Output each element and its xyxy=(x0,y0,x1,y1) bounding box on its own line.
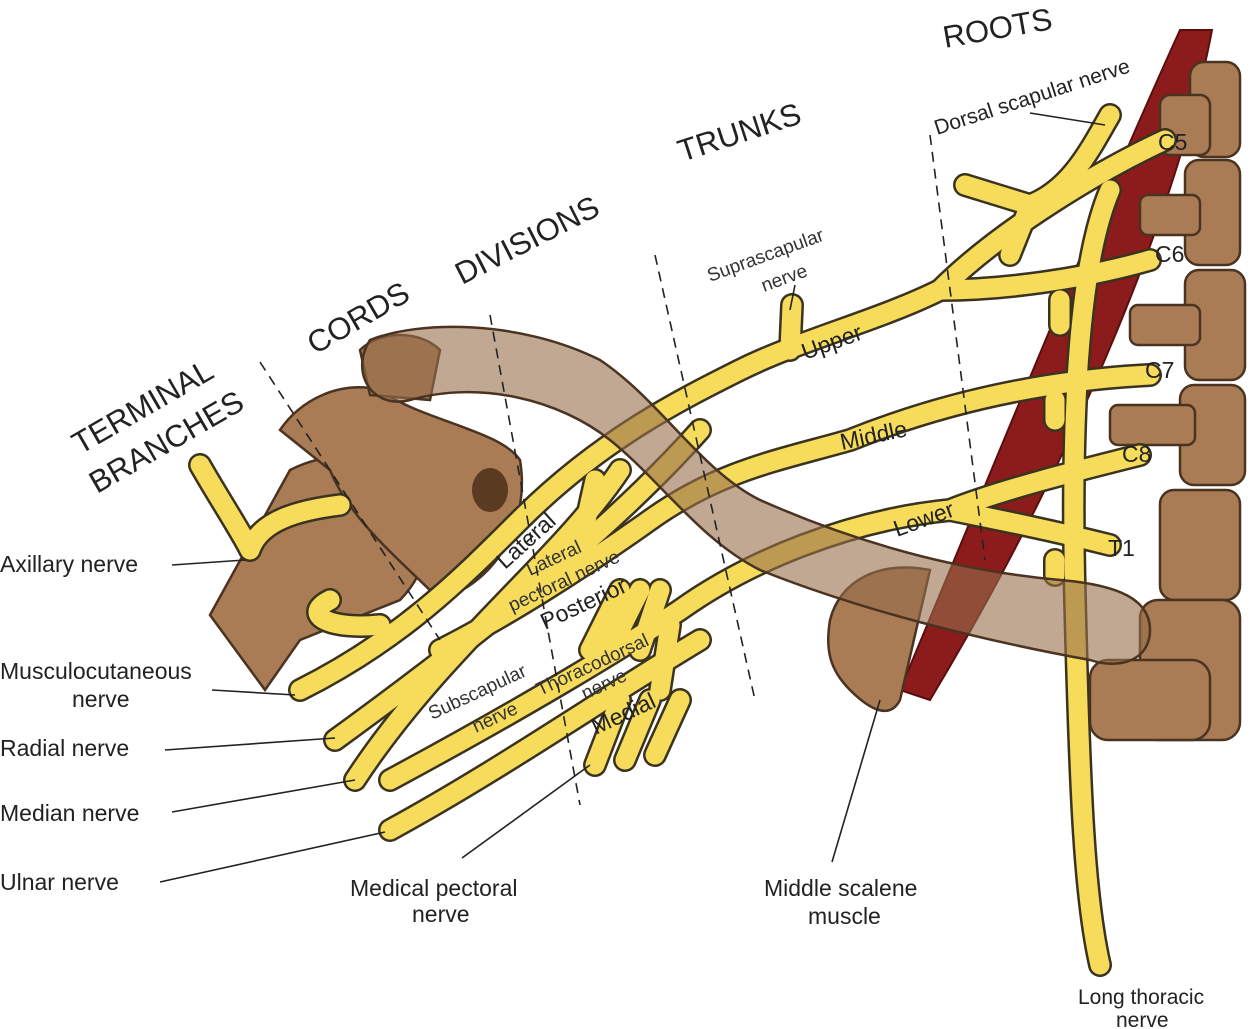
middle-scalene-label: Middle scalene xyxy=(764,875,917,901)
medial-pectoral-nerve-label-2: nerve xyxy=(412,901,470,927)
musculocutaneous-nerve-label: Musculocutaneous xyxy=(0,658,192,684)
root-t1: T1 xyxy=(1108,535,1135,561)
root-c7: C7 xyxy=(1145,357,1174,383)
long-thoracic-label-2: nerve xyxy=(1116,1009,1169,1029)
axillary-nerve-label: Axillary nerve xyxy=(0,551,138,577)
header-trunks: TRUNKS xyxy=(673,96,805,169)
header-roots: ROOTS xyxy=(940,1,1055,55)
section-dividers xyxy=(259,134,986,806)
root-c6: C6 xyxy=(1155,241,1184,267)
clavicle xyxy=(360,325,1152,665)
middle-scalene-label-2: muscle xyxy=(808,903,881,929)
median-nerve-label: Median nerve xyxy=(0,800,139,826)
root-c5: C5 xyxy=(1158,129,1187,155)
medial-pectoral-nerve-label: Medical pectoral xyxy=(350,875,517,901)
long-thoracic-label: Long thoracic xyxy=(1078,986,1204,1009)
ulnar-nerve-label: Ulnar nerve xyxy=(0,869,119,895)
nerve-network xyxy=(188,103,1177,977)
root-c8: C8 xyxy=(1122,441,1151,467)
header-divisions: DIVISIONS xyxy=(449,189,605,291)
leader-lines xyxy=(159,112,1106,883)
vertebral-column xyxy=(1088,60,1247,742)
musculocutaneous-nerve-label-2: nerve xyxy=(72,686,130,712)
radial-nerve-label: Radial nerve xyxy=(0,735,129,761)
trunk-middle: Middle xyxy=(838,415,910,455)
